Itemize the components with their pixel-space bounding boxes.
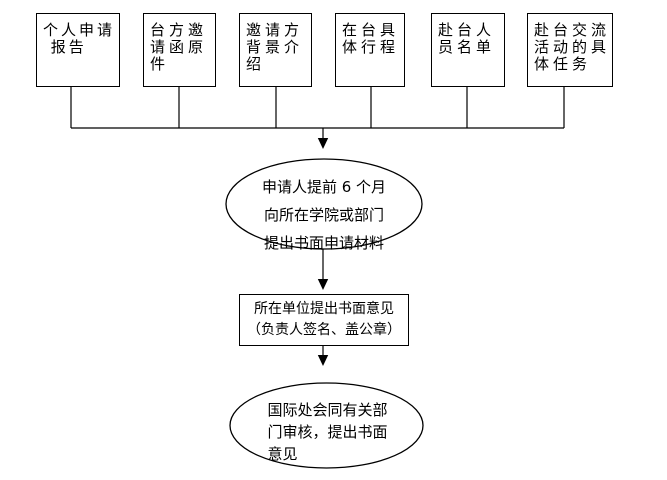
source-box-exchange-activity-tasks: 赴台交流 活动的具 体任务 [527,13,613,87]
source-box-delegation-name-list: 赴台人 员名单 [431,13,505,87]
arrow-head [317,279,329,290]
arrow-head [317,355,329,366]
source-box-taiwan-itinerary: 在台具 体行程 [335,13,405,87]
step-applicant-submit-label: 申请人提前 6 个月 向所在学院或部门 提出书面申请材料 [261,178,387,252]
step-international-office-review-label: 国际处会同有关部 门审核，提出书面 意见 [267,401,388,463]
source-box-inviter-background-introduction: 邀请方 背景介 绍 [239,13,312,87]
source-box-taiwan-invitation-letter-original: 台方邀 请函原 件 [143,13,216,87]
step-ellipse-shape [225,158,423,250]
step-ellipse-shape [229,382,424,469]
step-unit-written-opinion-box: 所在单位提出书面意见 （负责人签名、盖公章） [239,294,409,346]
arrow-head [317,138,329,149]
step-international-office-review: 国际处会同有关部 门审核，提出书面 意见 [232,383,423,465]
source-box-personal-application-report: 个人申请 报告 [36,13,120,87]
